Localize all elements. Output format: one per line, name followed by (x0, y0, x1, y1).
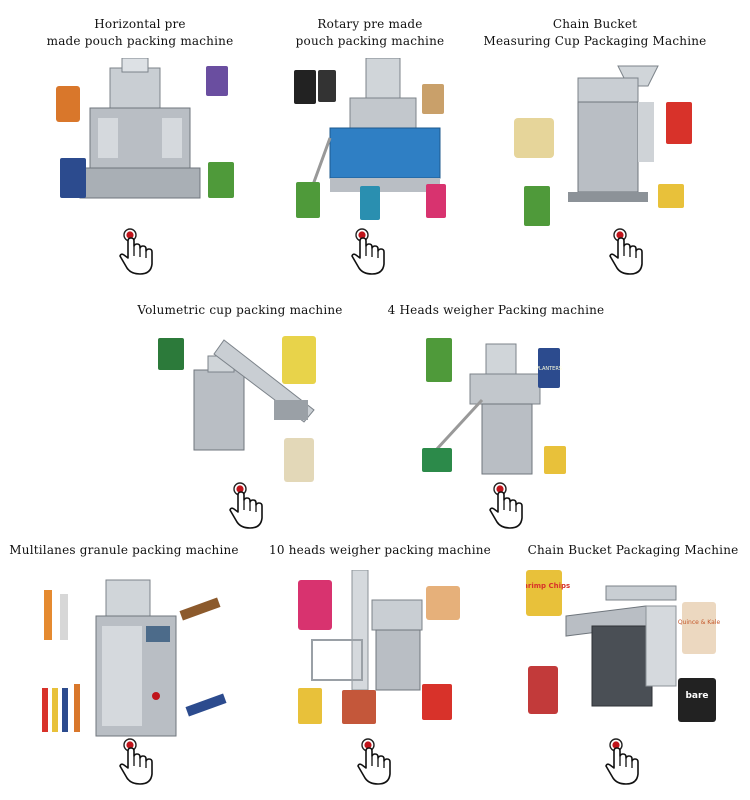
bare-label: bare (685, 691, 708, 701)
machine-title: 10 heads weigher packing machine (269, 543, 491, 557)
machine-title: Volumetric cup packing machine (137, 303, 343, 317)
machine-card-horizontal-premade: Horizontal pre made pouch packing machin… (40, 12, 240, 292)
planters-label: PLANTERS (536, 366, 562, 372)
machine-card-10-heads-weigher: 10 heads weigher packing machine (268, 540, 492, 795)
hand-pointer-icon[interactable] (354, 738, 396, 786)
hand-pointer-icon[interactable] (606, 228, 648, 276)
rotary-machine-image (294, 58, 446, 220)
chain-bucket-machine-image: Shrimp Chips Quince & Kale bare (526, 570, 721, 722)
machine-title: Chain Bucket Measuring Cup Packaging Mac… (483, 17, 707, 48)
4-heads-machine-image: PLANTERS (422, 338, 566, 475)
hand-pointer-icon[interactable] (602, 738, 644, 786)
hand-pointer-icon[interactable] (348, 228, 390, 276)
machine-title: Rotary pre made pouch packing machine (295, 17, 445, 48)
10-heads-machine-image (298, 570, 460, 724)
hand-pointer-icon[interactable] (116, 738, 158, 786)
multilanes-machine-image (42, 579, 227, 737)
quince-label: Quince & Kale (678, 619, 721, 626)
shrimp-chips-label: Shrimp Chips (526, 582, 570, 590)
machine-card-4-heads-weigher: 4 Heads weigher Packing machine PLANTERS (386, 300, 606, 540)
machine-card-volumetric-cup: Volumetric cup packing machine (130, 300, 350, 540)
volumetric-machine-image (158, 336, 316, 482)
horizontal-machine-image (56, 58, 234, 199)
hand-pointer-icon[interactable] (486, 482, 528, 530)
machine-card-chain-bucket: Chain Bucket Packaging Machine Shrimp Ch… (520, 540, 746, 795)
chain-bucket-cup-machine-image (514, 65, 692, 226)
machine-card-rotary-premade: Rotary pre made pouch packing machine (270, 12, 470, 292)
hand-pointer-icon[interactable] (226, 482, 268, 530)
machine-card-multilanes-granule: Multilanes granule packing machine (6, 540, 242, 795)
machine-title: Multilanes granule packing machine (9, 543, 239, 557)
machine-title: 4 Heads weigher Packing machine (387, 303, 605, 317)
machine-title: Horizontal pre made pouch packing machin… (46, 17, 234, 48)
hand-pointer-icon[interactable] (116, 228, 158, 276)
machine-card-chain-bucket-measuring-cup: Chain Bucket Measuring Cup Packaging Mac… (480, 12, 710, 292)
machine-title: Chain Bucket Packaging Machine (527, 543, 739, 557)
